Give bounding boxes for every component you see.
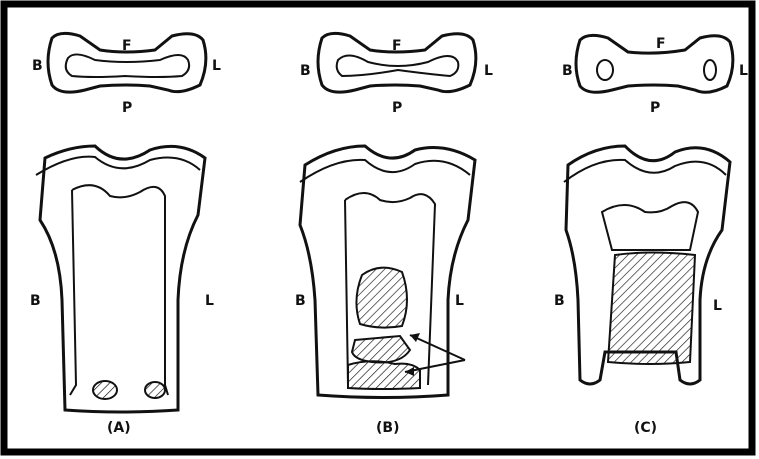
label-l: L — [212, 58, 221, 74]
label-b: B — [562, 63, 573, 79]
pulp-stone-upper — [356, 268, 407, 328]
side-label-l: L — [713, 298, 722, 314]
label-p: P — [122, 100, 132, 116]
label-p: P — [392, 100, 402, 116]
canal-calcification-right — [145, 382, 165, 398]
label-l: L — [484, 63, 493, 79]
label-p: P — [650, 100, 660, 116]
panel-caption-c: (C) — [634, 420, 657, 436]
side-label-l: L — [205, 293, 214, 309]
calcified-pulp-chamber — [608, 253, 695, 365]
canal-calcification-left — [93, 381, 117, 399]
side-label-l: L — [455, 293, 464, 309]
side-label-b: B — [295, 293, 306, 309]
panel-caption-b: (B) — [376, 420, 399, 436]
pulp-stone-lower — [348, 361, 420, 389]
pulp-stone-middle — [352, 336, 410, 363]
label-f: F — [656, 36, 666, 52]
label-b: B — [300, 63, 311, 79]
side-label-b: B — [554, 293, 565, 309]
label-f: F — [122, 38, 132, 54]
label-l: L — [739, 63, 748, 79]
panel-caption-a: (A) — [107, 420, 131, 436]
label-b: B — [32, 58, 43, 74]
side-label-b: B — [30, 293, 41, 309]
label-f: F — [392, 38, 402, 54]
